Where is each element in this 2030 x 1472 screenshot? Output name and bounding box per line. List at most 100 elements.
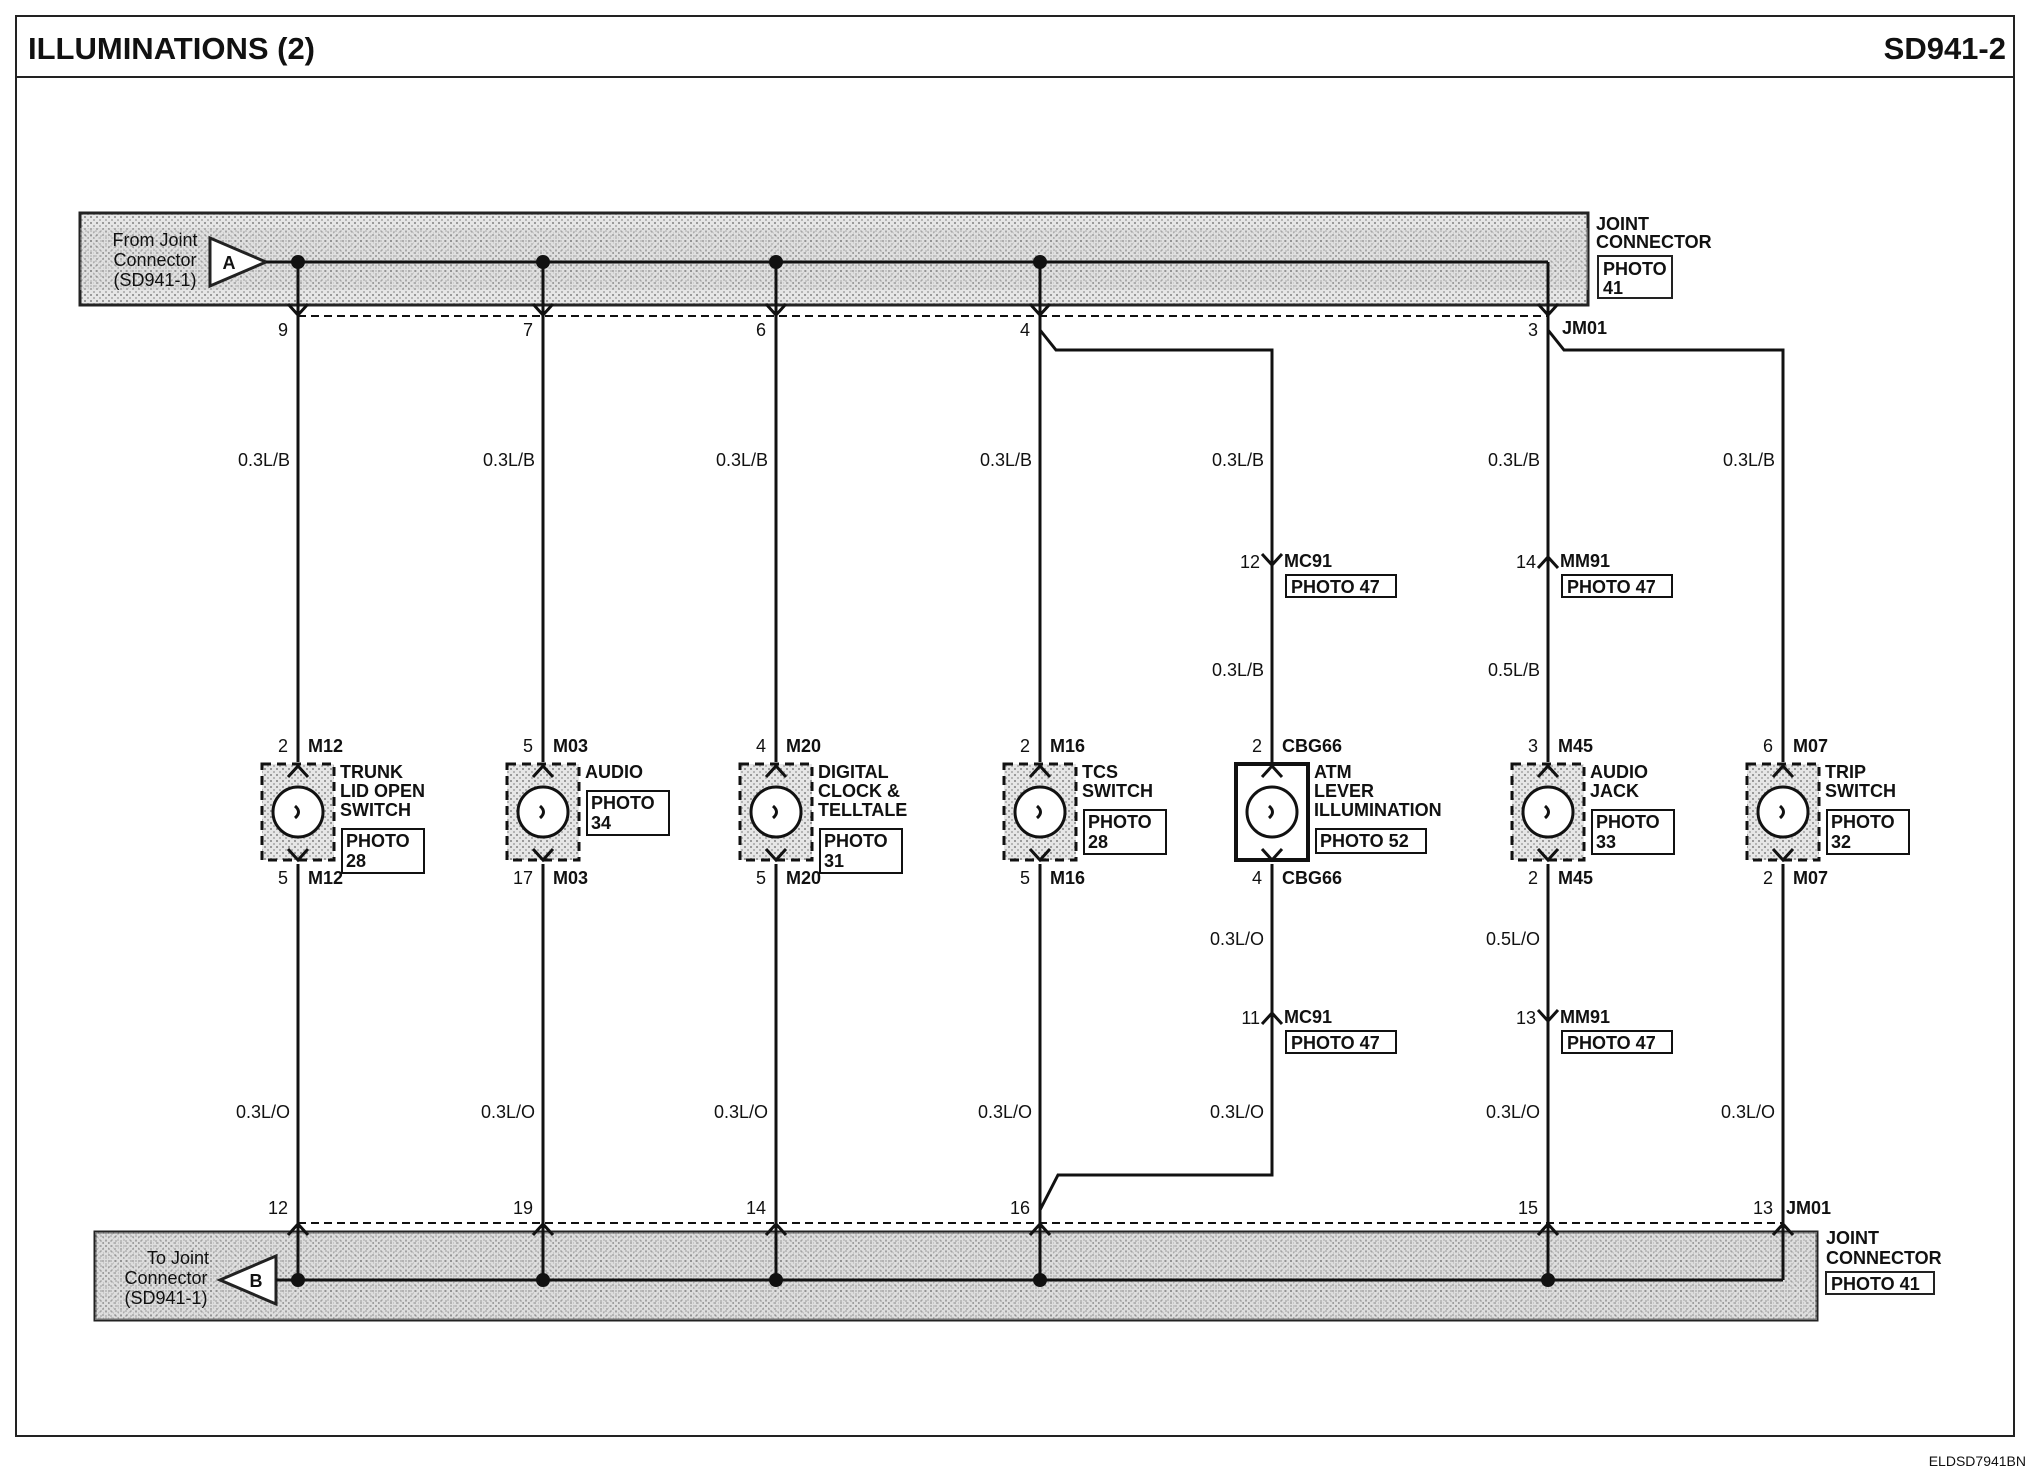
component-connector-top: M16 — [1050, 736, 1085, 756]
bottom-pin-number: 15 — [1518, 1198, 1538, 1218]
component-photo-line: 32 — [1831, 832, 1851, 852]
component-name-line: AUDIO — [1590, 762, 1648, 782]
component-name-line: TRIP — [1825, 762, 1866, 782]
bottom-joint-connector-id: JM01 — [1786, 1198, 1831, 1218]
inline-top-photo: PHOTO 47 — [1567, 577, 1656, 597]
component-top-pin-chevron — [764, 763, 788, 779]
wire-label-bottom: 0.3L/O — [1721, 1102, 1775, 1122]
component-pin-bottom: 4 — [1252, 868, 1262, 888]
component-connector-top: M45 — [1558, 736, 1593, 756]
wire-label-top: 0.3L/B — [1488, 450, 1540, 470]
top-joint-connector-inner — [80, 228, 1588, 290]
component-bottom-pin-chevron — [531, 847, 555, 863]
inline-top-photo: PHOTO 47 — [1291, 577, 1380, 597]
component-connector-bottom: M03 — [553, 868, 588, 888]
inline-bottom-photo-box — [1285, 1030, 1397, 1054]
component-photo-line: 33 — [1596, 832, 1616, 852]
component-top-pin-chevron — [1536, 763, 1560, 779]
branch-wire-trip-top — [1546, 329, 1785, 762]
component-connector-top: M20 — [786, 736, 821, 756]
component-pin-top: 2 — [278, 736, 288, 756]
wire-label-top: 0.3L/B — [238, 450, 290, 470]
component-pin-top: 6 — [1763, 736, 1773, 756]
component-pin-top: 5 — [523, 736, 533, 756]
inline-connector-bottom-chevron — [1260, 1010, 1284, 1026]
connector-b-letter: B — [250, 1271, 263, 1291]
component-top-pin-chevron — [1028, 763, 1052, 779]
wire-label-top: 0.3L/B — [716, 450, 768, 470]
component-photo-line: PHOTO — [1831, 812, 1895, 832]
wire-label-top: 0.3L/B — [1212, 450, 1264, 470]
component-connector-top: CBG66 — [1282, 736, 1342, 756]
bottom-pin-number: 16 — [1010, 1198, 1030, 1218]
inline-top-connector-id: MC91 — [1284, 551, 1332, 571]
inline-top-photo-box — [1561, 574, 1673, 598]
wire-label-mid-top: 0.3L/B — [1212, 660, 1264, 680]
component-name-line: ATM — [1314, 762, 1352, 782]
from-joint-label-3: (SD941-1) — [113, 270, 196, 290]
component-photo-line: PHOTO — [591, 793, 655, 813]
branch-wire-atm-top — [1038, 329, 1274, 570]
component-bottom-pin-chevron — [1771, 847, 1795, 863]
inline-top-connector-id: MM91 — [1560, 551, 1610, 571]
component-photo-line: 28 — [1088, 832, 1108, 852]
lamp-filament-icon — [1035, 804, 1042, 820]
component-connector-top: M03 — [553, 736, 588, 756]
lamp-filament-icon — [1543, 804, 1550, 820]
bottom-pin-chevron — [286, 1221, 310, 1237]
top-joint-label-1: JOINT — [1596, 214, 1649, 234]
wire-label-bottom: 0.3L/O — [481, 1102, 535, 1122]
inline-connector-top-chevron — [1536, 554, 1560, 570]
bottom-pin-chevron — [1771, 1221, 1795, 1237]
bottom-joint-label-2: CONNECTOR — [1826, 1248, 1942, 1268]
top-pin-number: 6 — [756, 320, 766, 340]
component-pin-top: 2 — [1252, 736, 1262, 756]
component-photo-line: PHOTO 52 — [1320, 831, 1409, 851]
wire-label-mid-top: 0.5L/B — [1488, 660, 1540, 680]
from-joint-label-2: Connector — [113, 250, 196, 270]
component-name-line: SWITCH — [340, 800, 411, 820]
page-frame — [15, 15, 2015, 1437]
top-joint-label-2: CONNECTOR — [1596, 232, 1712, 252]
component-top-pin-chevron — [531, 763, 555, 779]
top-pin-chevron — [1536, 302, 1560, 318]
wire-label-mid-bottom: 0.3L/O — [1210, 929, 1264, 949]
top-pin-number: 3 — [1528, 320, 1538, 340]
component-pin-bottom: 5 — [756, 868, 766, 888]
component-bottom-pin-chevron — [1260, 847, 1284, 863]
component-name-line: AUDIO — [585, 762, 643, 782]
inline-connector-bottom-chevron — [1536, 1008, 1560, 1024]
component-photo-line: PHOTO — [346, 831, 410, 851]
from-joint-label-1: From Joint — [112, 230, 197, 250]
component-connector-bottom: M16 — [1050, 868, 1085, 888]
top-pin-number: 4 — [1020, 320, 1030, 340]
top-joint-photo-box — [1597, 255, 1673, 299]
wire-label-top: 0.3L/B — [980, 450, 1032, 470]
component-top-pin-chevron — [1260, 763, 1284, 779]
inline-bottom-pin: 11 — [1241, 1008, 1260, 1028]
top-joint-photo-1: PHOTO — [1603, 259, 1667, 279]
bottom-pin-chevron — [764, 1221, 788, 1237]
component-bottom-pin-chevron — [764, 847, 788, 863]
bottom-joint-label-1: JOINT — [1826, 1228, 1879, 1248]
wire-label-bottom: 0.3L/O — [1210, 1102, 1264, 1122]
component-top-pin-chevron — [1771, 763, 1795, 779]
lamp-filament-icon — [1267, 804, 1274, 820]
wire-label-bottom: 0.3L/O — [1486, 1102, 1540, 1122]
diagram-code: SD941-2 — [1884, 31, 2006, 66]
component-bottom-pin-chevron — [1028, 847, 1052, 863]
top-pin-chevron — [531, 302, 555, 318]
inline-bottom-pin: 13 — [1516, 1008, 1536, 1028]
top-pin-number: 7 — [523, 320, 533, 340]
inline-top-pin: 12 — [1240, 552, 1260, 572]
component-photo-line: PHOTO — [1088, 812, 1152, 832]
branch-wire-atm-bottom — [1038, 1040, 1274, 1211]
component-name-line: JACK — [1590, 781, 1639, 801]
inline-top-photo-box — [1285, 574, 1397, 598]
component-name-line: ILLUMINATION — [1314, 800, 1442, 820]
component-photo-box — [341, 828, 425, 874]
inline-bottom-photo: PHOTO 47 — [1291, 1033, 1380, 1053]
component-photo-box — [819, 828, 903, 874]
inline-bottom-photo-box — [1561, 1030, 1673, 1054]
